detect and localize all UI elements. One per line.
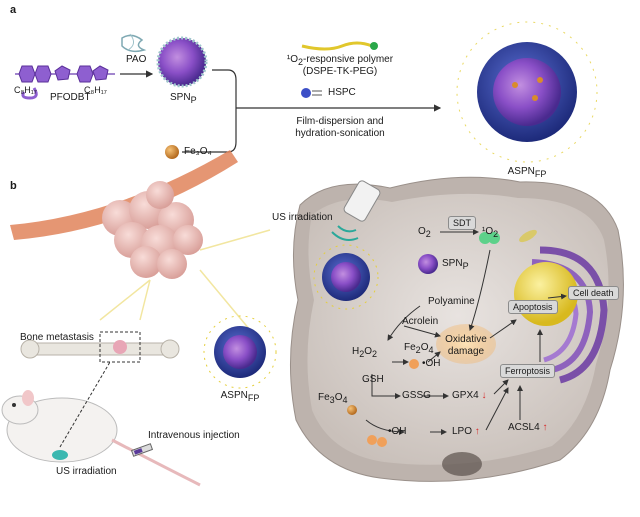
acrolein-label: Acrolein — [402, 316, 439, 327]
fe3o4-in-cell-icon — [347, 405, 357, 415]
pao-icon — [121, 33, 147, 53]
fe3o4-cube-icon — [165, 145, 179, 159]
polyamine-label: Polyamine — [428, 296, 475, 307]
spn-p-particle — [156, 36, 208, 88]
polymer-label-line2: (DSPE-TK-PEG) — [302, 66, 378, 77]
gpx4-label: GPX4 ↓ — [452, 390, 487, 401]
fe3o4-cell-label: Fe3O4 — [318, 392, 348, 405]
aspn-fp-particle — [456, 21, 598, 163]
panel-a-letter: a — [10, 4, 17, 16]
intravenous-injection-label: Intravenous injection — [148, 430, 240, 441]
zoom-lines — [99, 229, 271, 331]
pao-label: PAO — [126, 54, 147, 65]
oh-label-2: •OH — [388, 426, 407, 437]
process-label-line2: hydration-sonication — [295, 128, 385, 139]
polymer-label-line1: ¹O2-responsive polymer — [286, 54, 394, 67]
spn-p-released — [418, 254, 438, 274]
pfodbt-label: PFODBT — [50, 92, 91, 103]
oxidative-damage-line1: Oxidative — [445, 334, 487, 345]
fe3o4-label: Fe₃O₄ — [184, 146, 212, 157]
merge-bracket — [182, 69, 237, 153]
singlet-o2-label: ¹O2 — [482, 226, 499, 239]
ferroptosis-badge: Ferroptosis — [500, 364, 556, 378]
oxidative-damage-glow — [436, 324, 496, 364]
aspn-fp-small-label: ASPNFP — [220, 390, 260, 403]
bone-metastasis-label: Bone metastasis — [20, 332, 94, 343]
gssg-label: GSSG — [402, 390, 431, 401]
process-label-line1: Film-dispersion and — [296, 116, 384, 127]
singlet-oxygen-icon — [479, 232, 500, 244]
tumor-cluster — [102, 181, 203, 279]
cell-death-badge: Cell death — [568, 286, 619, 300]
us-irradiation-bottom-label: US irradiation — [56, 466, 117, 477]
oh-label-1: •OH — [422, 358, 441, 369]
spn-p-cell-label: SPNP — [442, 258, 469, 271]
pfodbt-chain — [15, 65, 115, 100]
fe2o4-label: Fe2O4 — [404, 342, 434, 355]
us-irradiation-top-label: US irradiation — [272, 212, 333, 223]
gsh-label: GSH — [362, 374, 384, 385]
oxidative-damage-line2: damage — [447, 346, 485, 357]
aspn-fp-small — [203, 315, 277, 389]
internalized-particle — [313, 244, 379, 310]
hspc-label: HSPC — [328, 87, 356, 98]
mitochondrion — [519, 229, 537, 243]
sdt-badge: SDT — [448, 216, 476, 230]
apoptosis-badge: Apoptosis — [508, 300, 558, 314]
hydroxyl-radical-icon-1 — [409, 359, 419, 369]
mouse-illustration — [1, 361, 201, 487]
panel-b-letter: b — [10, 180, 17, 192]
cell-damage-site — [442, 452, 482, 476]
blood-vessel — [10, 150, 238, 240]
lpo-label: LPO ↑ — [452, 426, 480, 437]
acsl4-label: ACSL4 ↑ — [508, 422, 548, 433]
o2-label: O2 — [418, 226, 431, 239]
bone — [20, 331, 180, 363]
pathway-arrows — [365, 229, 567, 435]
h2o2-label: H2O2 — [352, 346, 378, 359]
spn-p-label: SPNP — [170, 92, 197, 105]
pfodbt-side-label-1: C₈H₁₇ — [14, 85, 37, 95]
aspn-fp-label: ASPNFP — [507, 166, 547, 179]
syringe-icon — [130, 443, 154, 457]
pfodbt-side-label-2: C₈H₁₇ — [84, 85, 107, 95]
hydroxyl-radical-icon-2 — [367, 435, 387, 447]
dspe-tk-peg-icon — [301, 41, 378, 51]
ultrasound-probe-icon — [331, 180, 381, 241]
hspc-icon — [301, 88, 322, 98]
